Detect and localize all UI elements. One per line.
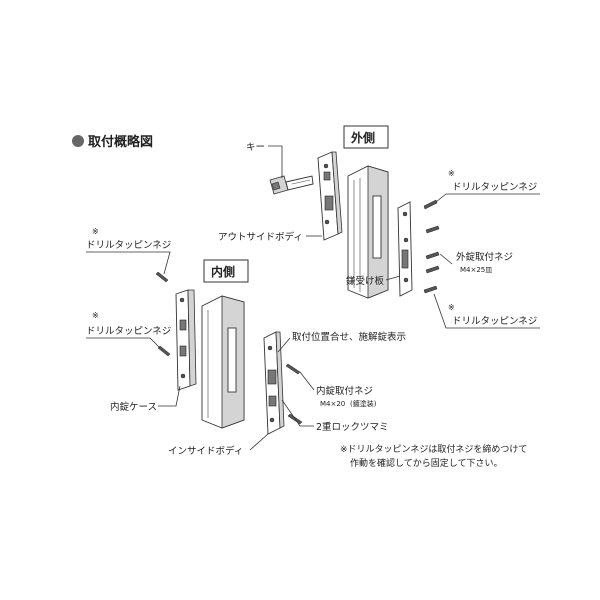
double-lock-label: 2重ロックツマミ	[316, 421, 389, 433]
key-illustration	[269, 175, 314, 195]
svg-text:外側: 外側	[351, 130, 375, 145]
note-line-1: ※ドリルタッピンネジは取付ネジを締めつけて	[340, 443, 527, 455]
inside-heading: 内側	[203, 259, 249, 283]
inner-lock-screw-note: (鍍塗装)	[350, 399, 377, 408]
outside-body-label: アウトサイドボディ	[218, 231, 303, 243]
inside-body-screws	[285, 363, 303, 425]
drill-screw-outer-bottom-mark: ※	[448, 303, 455, 312]
inner-frame-illustration	[201, 295, 245, 429]
inner-lock-screw-label: 内錠取付ネジ	[316, 385, 373, 397]
svg-text:内側: 内側	[211, 264, 235, 279]
drill-screw-inner-mid-mark: ※	[92, 311, 99, 320]
drill-screw-inner-top-label: ドリルタッピンネジ	[86, 240, 171, 251]
outer-lock-screw-size: M4×25皿	[460, 266, 492, 274]
outer-screws	[423, 199, 440, 294]
inner-screws	[155, 271, 171, 357]
bullet-icon	[72, 135, 84, 147]
outside-heading: 外側	[343, 125, 389, 149]
outer-lock-screw-label: 外錠取付ネジ	[456, 251, 513, 263]
strike-plate-illustration	[397, 201, 413, 297]
inside-body-illustration	[263, 331, 285, 435]
drill-screw-outer-top-mark: ※	[448, 169, 455, 178]
page-title: 取付概略図	[88, 134, 153, 150]
drill-screw-outer-top-label: ドリルタッピンネジ	[452, 182, 537, 193]
drill-screw-inner-top-mark: ※	[92, 227, 99, 236]
outside-frame-illustration	[347, 165, 389, 299]
drill-screw-inner-mid-label: ドリルタッピンネジ	[86, 326, 171, 337]
inner-lock-screw-size: M4×20	[320, 400, 345, 408]
inner-case-illustration	[175, 289, 197, 391]
alignment-label: 取付位置合せ、施解錠表示	[292, 331, 406, 343]
outside-body-illustration	[317, 151, 343, 241]
key-label: キー	[246, 142, 265, 153]
note-line-2: 作動を確認してから固定して下さい。	[350, 457, 502, 469]
inside-body-label: インサイドボディ	[168, 445, 243, 457]
strike-plate-label: 鎌受け板	[346, 275, 385, 287]
drill-screw-outer-bottom-label: ドリルタッピンネジ	[452, 316, 537, 327]
inner-case-label: 内錠ケース	[110, 401, 157, 413]
